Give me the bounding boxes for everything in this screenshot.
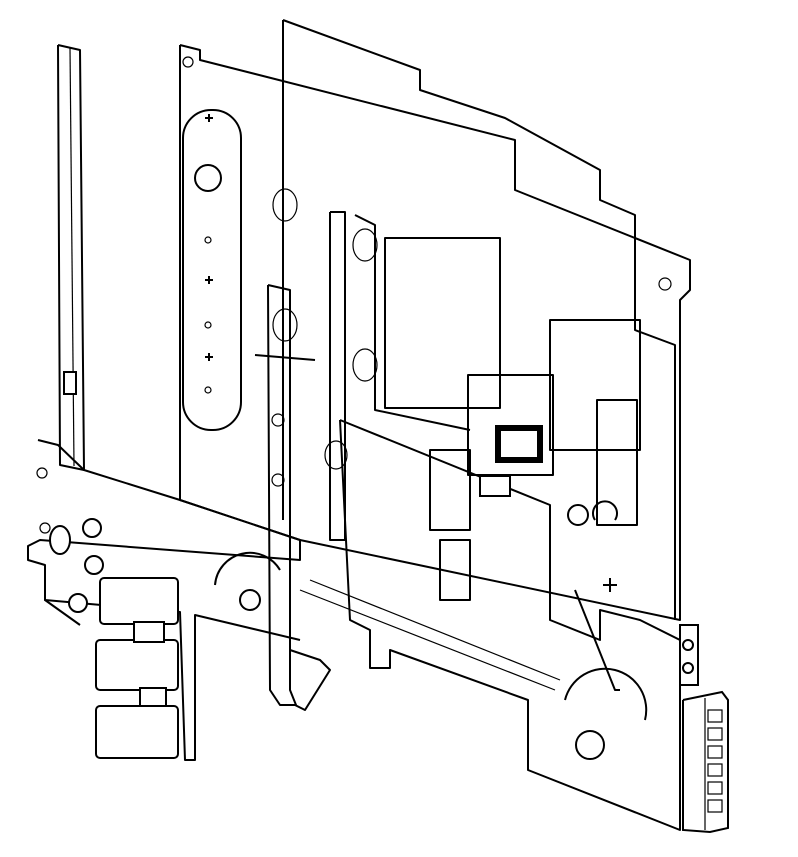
connector-stack — [49, 518, 281, 759]
terminal-block-connector — [679, 624, 729, 834]
rear-chassis-plate — [254, 19, 676, 620]
middle-board-plate — [179, 44, 691, 621]
vertical-lever-bracket — [267, 284, 331, 711]
main-circuit-board — [299, 419, 681, 831]
left-mounting-bar — [57, 44, 85, 471]
io-bracket-plate — [27, 439, 301, 761]
